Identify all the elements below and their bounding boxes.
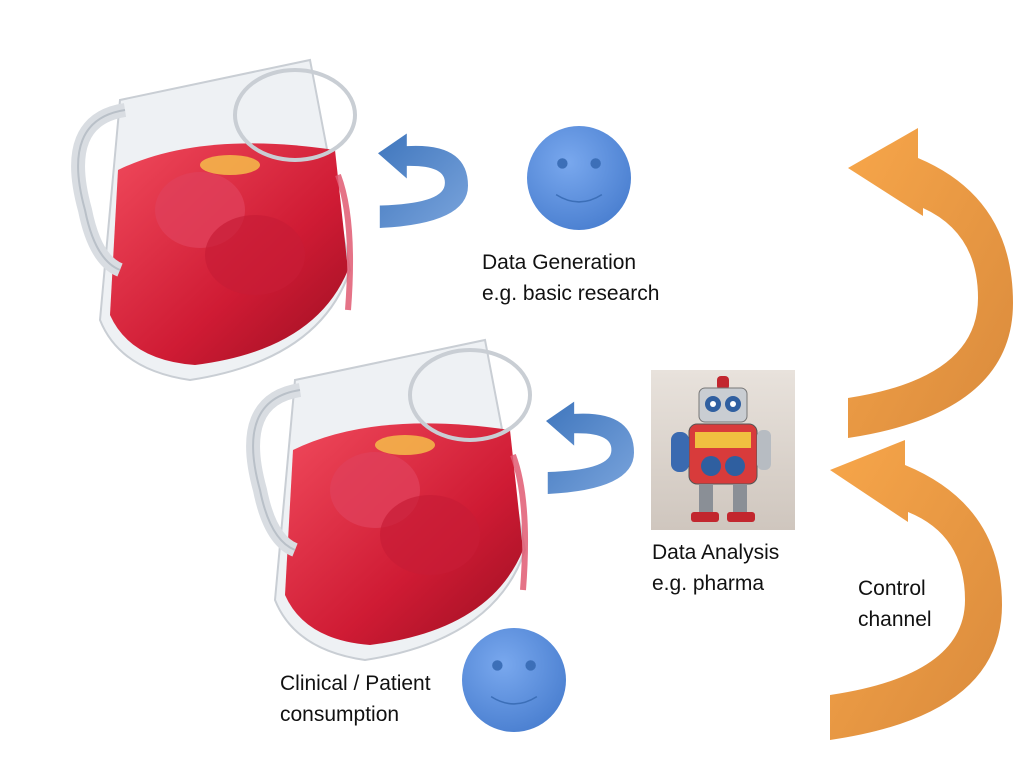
curved-arrow-icon	[830, 440, 1002, 740]
pitcher-icon	[255, 340, 545, 660]
robot-photo	[651, 370, 795, 530]
curved-arrow-icon	[546, 401, 634, 494]
smiley-face-icon	[526, 125, 632, 231]
clinical-label: Clinical / Patient consumption	[280, 672, 431, 726]
data-generation-label: Data Generation e.g. basic research	[482, 251, 660, 305]
pitcher-top	[80, 60, 370, 380]
pitcher-bottom	[255, 340, 545, 660]
robot-icon	[671, 376, 771, 522]
data-analysis-label: Data Analysis e.g. pharma	[652, 541, 780, 595]
pitcher-icon	[80, 60, 370, 380]
control-channel-label: Control channel	[858, 577, 932, 631]
smiley-face-icon	[461, 627, 567, 733]
curved-arrow-icon	[378, 133, 468, 228]
curved-arrow-icon	[848, 128, 1013, 438]
